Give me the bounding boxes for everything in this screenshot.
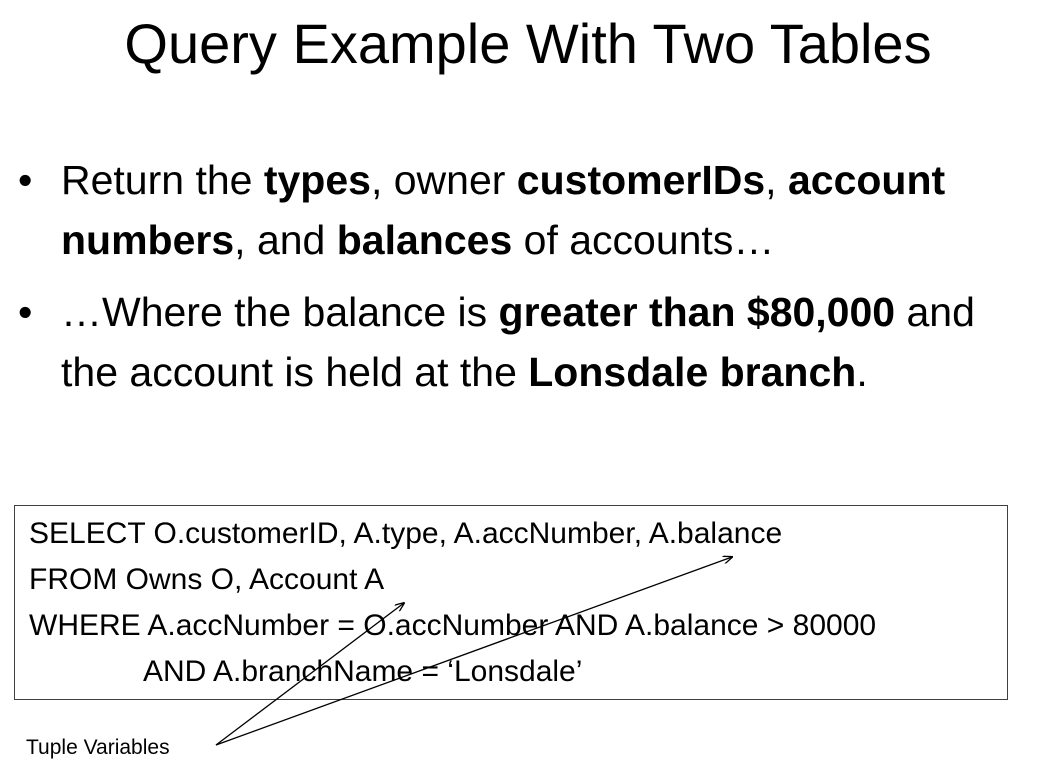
tuple-variables-label: Tuple Variables (26, 736, 170, 759)
sql-query-box: SELECT O.customerID, A.type, A.accNumber… (14, 505, 1008, 700)
bullet-text-part-bold: customerIDs (516, 157, 766, 203)
bullet-text-part: . (856, 349, 868, 395)
bullet-item-1: • Return the types, owner customerIDs, a… (18, 150, 1038, 270)
bullet-text-part: and the account is held at the (61, 289, 975, 395)
bullet-text-part: , owner (370, 157, 517, 203)
bullet-text-part: …Where the balance is (61, 289, 499, 335)
bullet-text-part: of accounts… (512, 217, 775, 263)
bullet-text-part-bold: greater than $80,000 (498, 289, 896, 335)
bullet-dot-icon: • (18, 157, 33, 203)
bullet-text-part: , (765, 157, 788, 203)
bullet-text-part-bold: Lonsdale branch (528, 349, 857, 395)
slide-title: Query Example With Two Tables (124, 12, 932, 75)
sql-select-line: SELECT O.customerID, A.type, A.accNumber… (29, 517, 783, 550)
bullet-text-part-bold: balances (336, 217, 513, 263)
bullet-text-part: Return the (61, 157, 264, 203)
bullet-text-part-bold: types (263, 157, 371, 203)
sql-where-line: WHERE A.accNumber = O.accNumber AND A.ba… (29, 609, 877, 642)
bullet-list: • Return the types, owner customerIDs, a… (18, 150, 1038, 414)
bullet-text-part: , and (234, 217, 337, 263)
bullet-dot-icon: • (18, 289, 33, 335)
sql-and-line: AND A.branchName = ‘Lonsdale’ (143, 655, 583, 688)
sql-from-line: FROM Owns O, Account A (29, 563, 385, 596)
bullet-text-part-bold: account numbers (61, 157, 946, 263)
bullet-item-2: • …Where the balance is greater than $80… (18, 282, 1038, 402)
